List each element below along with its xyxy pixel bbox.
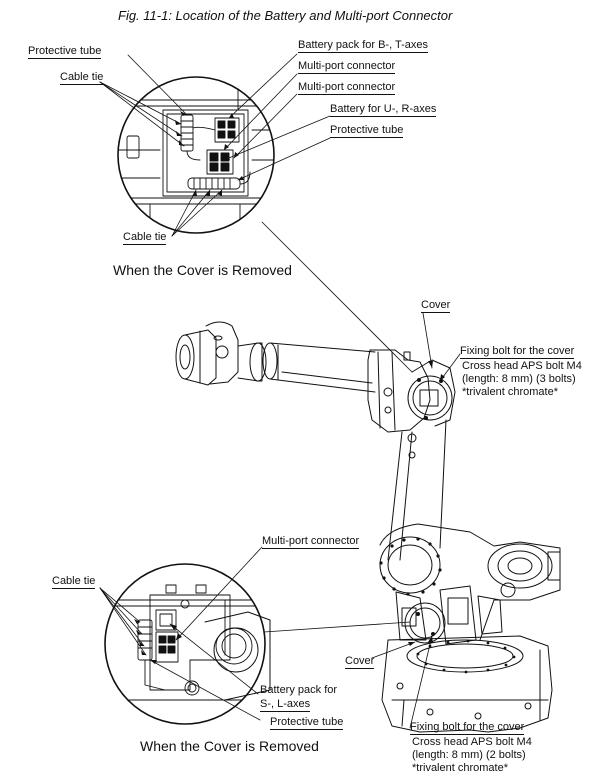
label-protective-tube-bottom: Protective tube xyxy=(270,716,344,730)
bottom-detail-caption: When the Cover is Removed xyxy=(140,738,319,754)
label-battery-bt: Battery pack for B-, T-axes xyxy=(298,39,429,53)
top-detail-pointer xyxy=(261,221,413,373)
label-fixing-upper-2: Cross head APS bolt M4 xyxy=(462,360,582,372)
label-fixing-lower-3: (length: 8 mm) (2 bolts) xyxy=(412,749,526,761)
bottom-detail-pointer xyxy=(263,621,411,633)
label-battery-sl-1: Battery pack for xyxy=(260,684,338,696)
label-cover-upper: Cover xyxy=(421,299,451,313)
label-protective-tube-right: Protective tube xyxy=(330,124,404,138)
label-multiport-bottom: Multi-port connector xyxy=(262,535,360,549)
label-fixing-lower-2: Cross head APS bolt M4 xyxy=(412,736,532,748)
top-detail-caption: When the Cover is Removed xyxy=(113,262,292,278)
label-fixing-upper-3: (length: 8 mm) (3 bolts) xyxy=(462,373,576,385)
label-cable-tie-bottom-detail: Cable tie xyxy=(52,575,96,589)
label-fixing-lower-4: *trivalent chromate* xyxy=(412,762,508,774)
figure-title: Fig. 11-1: Location of the Battery and M… xyxy=(118,8,453,23)
bottom-detail-view xyxy=(99,546,271,725)
robot-illustration xyxy=(175,321,561,733)
label-cover-lower: Cover xyxy=(345,655,375,669)
label-battery-ur: Battery for U-, R-axes xyxy=(330,103,437,117)
top-detail-view xyxy=(99,53,331,237)
label-protective-tube-left: Protective tube xyxy=(28,45,102,59)
label-multiport-1: Multi-port connector xyxy=(298,60,396,74)
label-cable-tie-bottom: Cable tie xyxy=(123,231,167,245)
label-cable-tie-left: Cable tie xyxy=(60,71,104,85)
label-battery-sl-2: S-, L-axes xyxy=(260,698,311,712)
label-multiport-2: Multi-port connector xyxy=(298,81,396,95)
label-fixing-upper-4: *trivalent chromate* xyxy=(462,386,558,398)
label-fixing-lower-1: Fixing bolt for the cover xyxy=(410,721,525,735)
label-fixing-upper-1: Fixing bolt for the cover xyxy=(460,345,575,359)
